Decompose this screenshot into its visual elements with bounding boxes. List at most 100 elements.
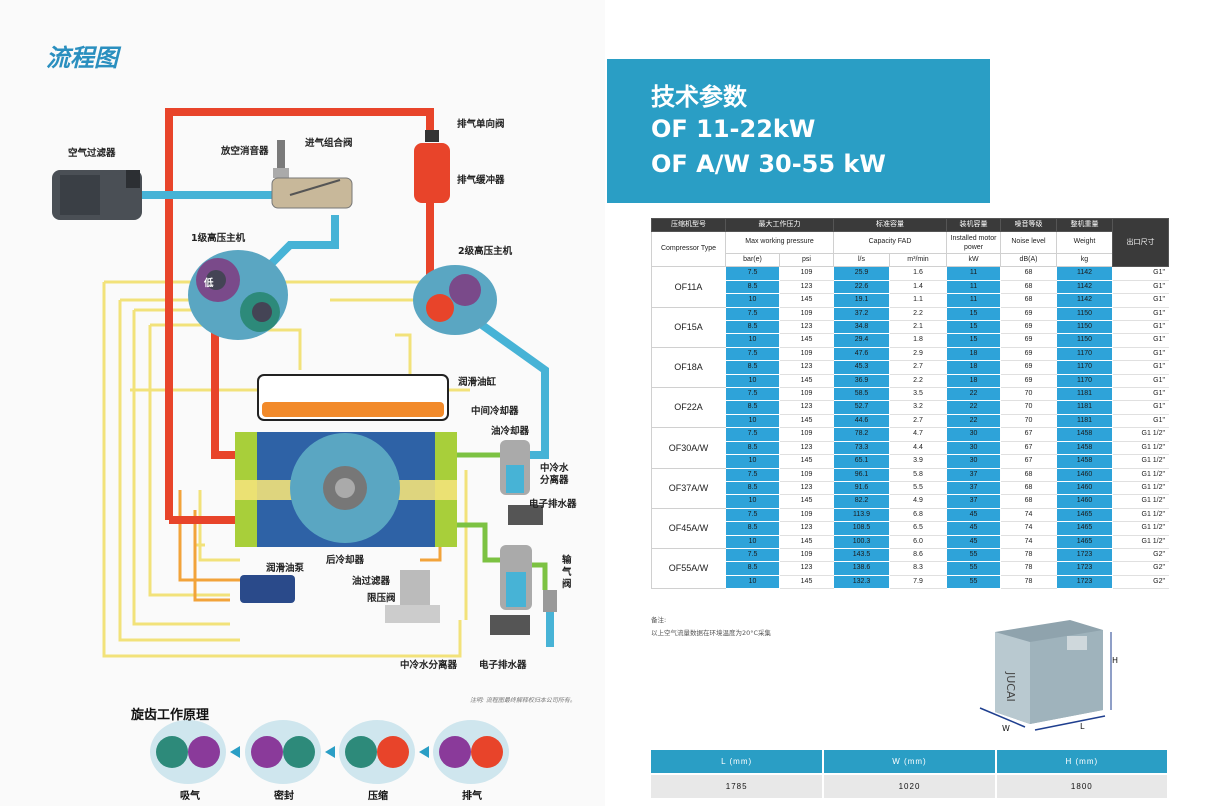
spec-cell: G1 1/2" <box>1112 480 1169 496</box>
spec-cell: 145 <box>779 333 834 348</box>
spec-cell: 45.3 <box>833 360 890 375</box>
spec-cell: 145 <box>779 293 834 308</box>
spec-cell: 8.3 <box>889 561 947 576</box>
spec-cell: 37 <box>946 480 1001 496</box>
spec-cell: 74 <box>1000 507 1057 523</box>
remarks-title: 备注: <box>651 616 667 624</box>
spec-cell: 22 <box>946 387 1001 402</box>
spec-cell: 65.1 <box>833 454 890 469</box>
spec-cell: 22 <box>946 413 1001 429</box>
spec-cell: G1 1/2" <box>1112 467 1169 482</box>
spec-cell: 6.0 <box>889 534 947 549</box>
spec-cell: 25.9 <box>833 266 890 281</box>
spec-cell: G1 1/2" <box>1112 440 1169 456</box>
spec-cell: 68 <box>1000 279 1057 295</box>
spec-cell: 4.4 <box>889 440 947 456</box>
spec-cell: 7.5 <box>725 387 780 402</box>
spec-cell: 15 <box>946 320 1001 335</box>
spec-cell: 10 <box>725 373 780 389</box>
spec-cell: G1" <box>1112 293 1169 308</box>
oil-filter-label: 油过滤器 <box>352 576 391 587</box>
spec-cell: 1723 <box>1056 574 1113 590</box>
step-label-exhaust: 排气 <box>462 791 482 802</box>
lube-tank-label: 润滑油缸 <box>458 377 497 388</box>
exhaust-check-label: 排气单向阀 <box>457 119 505 130</box>
oil-cooler-label: 油冷却器 <box>491 426 530 437</box>
spec-cell: 58.5 <box>833 387 890 402</box>
spec-cell: 1150 <box>1056 320 1113 335</box>
exhaust-buffer-part <box>414 130 450 203</box>
spec-cell: 30 <box>946 454 1001 469</box>
spec-cell: 109 <box>779 427 834 442</box>
spec-cell: 19.1 <box>833 293 890 308</box>
spec-cell: 10 <box>725 454 780 469</box>
spec-cell: 8.5 <box>725 360 780 375</box>
lube-pump-label: 润滑油泵 <box>266 563 305 574</box>
spec-cell: 45 <box>946 507 1001 523</box>
spec-cell: 8.5 <box>725 521 780 536</box>
spec-cell: 44.6 <box>833 413 890 429</box>
model-name-cell: OF18A <box>651 346 726 389</box>
spec-cell: G1 1/2" <box>1112 534 1169 549</box>
spec-cell: 6.5 <box>889 521 947 536</box>
spec-cell: 78 <box>1000 574 1057 590</box>
spec-cell: G2" <box>1112 547 1169 563</box>
spec-cell: 2.1 <box>889 320 947 335</box>
spec-cell: 69 <box>1000 320 1057 335</box>
spec-cell: 74 <box>1000 521 1057 536</box>
spec-cell: 8.6 <box>889 547 947 563</box>
stage2-compressor-part <box>413 265 497 335</box>
spec-cell: 67 <box>1000 454 1057 469</box>
spec-cell: 1723 <box>1056 547 1113 563</box>
spec-cell: 8.5 <box>725 400 780 415</box>
spec-cell: 1181 <box>1056 387 1113 402</box>
spec-cell: 109 <box>779 547 834 563</box>
spec-cell: 3.2 <box>889 400 947 415</box>
drain1-label: 电子排水器 <box>529 499 577 510</box>
step-label-compress: 压缩 <box>368 791 388 802</box>
spec-cell: 1170 <box>1056 360 1113 375</box>
spec-cell: 10 <box>725 494 780 509</box>
spec-cell: 1465 <box>1056 534 1113 549</box>
spec-cell: 145 <box>779 413 834 429</box>
spec-cell: 109 <box>779 507 834 523</box>
th-weight-cn: 整机重量 <box>1056 217 1113 233</box>
spec-cell: 8.5 <box>725 320 780 335</box>
spec-cell: 1.6 <box>889 266 947 281</box>
spec-cell: 123 <box>779 320 834 335</box>
spec-cell: 15 <box>946 333 1001 348</box>
spec-cell: 18 <box>946 360 1001 375</box>
spec-cell: 73.3 <box>833 440 890 456</box>
spec-cell: 8.5 <box>725 480 780 496</box>
mid-separator-part <box>500 440 543 525</box>
spec-cell: 7.9 <box>889 574 947 590</box>
spec-cell: G1" <box>1112 320 1169 335</box>
model-name-cell: OF55A/W <box>651 547 726 590</box>
flow-diagram <box>52 108 557 784</box>
unit-m3: m³/min <box>889 252 947 268</box>
th-power-cn: 装机容量 <box>946 217 1001 233</box>
spec-cell: 7.5 <box>725 306 780 322</box>
th-model-cn: 压缩机型号 <box>651 217 726 233</box>
unit-ls: l/s <box>833 252 890 268</box>
spec-cell: 109 <box>779 266 834 281</box>
spec-cell: 7.5 <box>725 266 780 281</box>
dim-value-h: 1800 <box>995 773 1170 798</box>
spec-cell: 1.8 <box>889 333 947 348</box>
spec-cell: G1" <box>1112 266 1169 281</box>
remarks-text: 以上空气流量数据在环境温度为20°C采集 <box>651 629 772 637</box>
spec-cell: 10 <box>725 574 780 590</box>
unit-db: dB(A) <box>1000 252 1057 268</box>
spec-cell: 47.6 <box>833 346 890 362</box>
spec-cell: 1460 <box>1056 480 1113 496</box>
rotary-steps <box>150 720 509 784</box>
spec-cell: G1 1/2" <box>1112 507 1169 523</box>
spec-cell: 1460 <box>1056 467 1113 482</box>
aftercooler-label: 后冷却器 <box>326 555 365 566</box>
intercooler-label: 中间冷却器 <box>471 406 519 417</box>
